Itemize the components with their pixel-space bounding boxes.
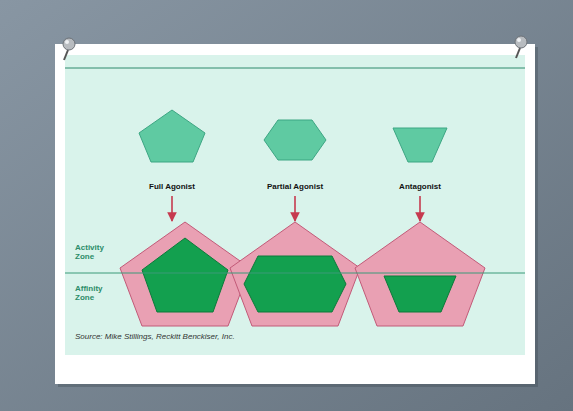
pin-shine — [65, 40, 69, 44]
panel-top-line — [65, 68, 525, 69]
bound-partial-agonist — [244, 256, 346, 312]
ligand-polygon — [393, 128, 447, 162]
bound-antagonist — [384, 276, 456, 312]
ligand-polygon — [139, 110, 205, 162]
receptor-pentagon — [120, 222, 250, 326]
zone-label: Activity Zone — [75, 243, 113, 261]
zone-divider — [65, 273, 525, 274]
arrow — [419, 196, 421, 221]
mint-panel — [65, 55, 525, 355]
arrow — [171, 196, 173, 221]
ligand-label: Full Agonist — [123, 182, 221, 191]
pin-needle — [516, 48, 520, 58]
receptor-pentagon — [355, 222, 485, 326]
pin-needle — [64, 50, 68, 60]
ligand-node: Full Agonist — [123, 106, 221, 193]
ligand-node: Antagonist — [371, 106, 469, 193]
ligand-shape — [250, 106, 340, 166]
pin-right — [515, 36, 527, 58]
zone-label: Affinity Zone — [75, 284, 113, 302]
receptor-pentagon — [230, 222, 360, 326]
pin-shine — [517, 38, 521, 42]
ligand-polygon — [264, 120, 326, 160]
ligand-label: Partial Agonist — [246, 182, 344, 191]
pin-head — [63, 38, 75, 50]
ligand-shape — [375, 106, 465, 166]
bound-full-agonist — [142, 238, 228, 312]
ligand-shape — [127, 106, 217, 166]
pin-left — [63, 38, 75, 60]
source-caption: Source: Mike Stillings, Reckitt Benckise… — [75, 332, 235, 341]
ligand-label: Antagonist — [371, 182, 469, 191]
white-card — [55, 44, 535, 384]
ligand-node: Partial Agonist — [246, 106, 344, 193]
card-shadow — [58, 47, 538, 387]
pin-head — [515, 36, 527, 48]
arrow — [294, 196, 296, 221]
